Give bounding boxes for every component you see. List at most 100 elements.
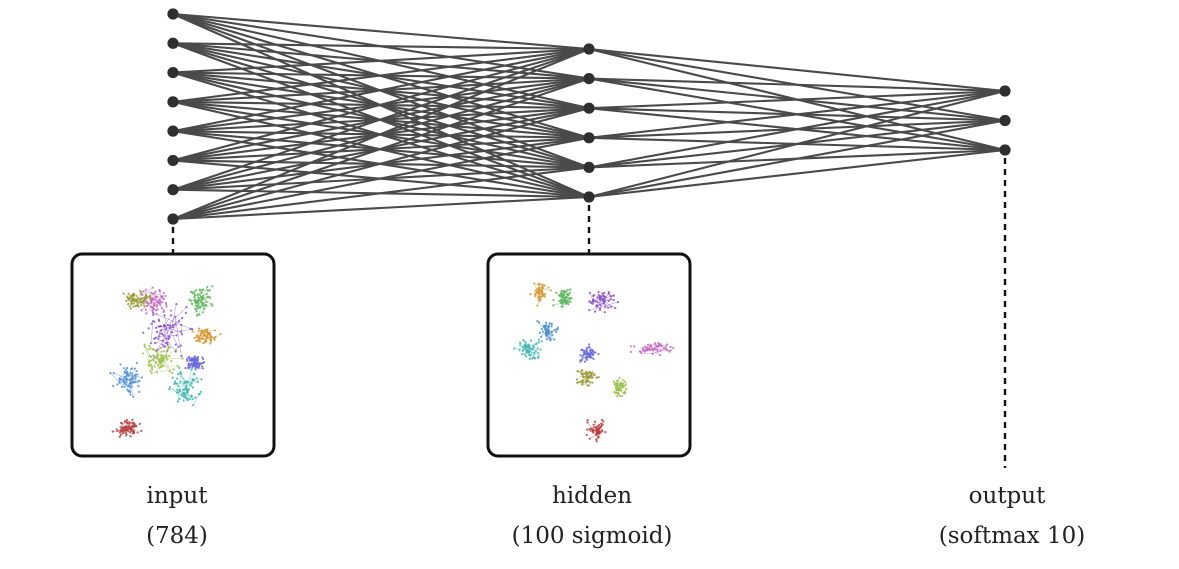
scatter-link [197,305,213,309]
scatter-point [202,329,206,332]
scatter-point [122,378,125,381]
scatter-point [604,431,607,434]
scatter-link [151,369,174,374]
scatter-point [629,345,632,348]
edge-hidden-4-output-0 [588,89,1006,169]
scatter-point [153,292,156,295]
scatter-point [651,352,654,355]
scatter-link [161,365,178,367]
scatter-point [656,350,659,353]
scatter-point [179,330,183,333]
scatter-point [149,298,153,301]
scatter-point [597,352,600,356]
scatter-point [143,343,146,346]
scatter-point [149,294,152,297]
scatter-point [172,326,175,329]
scatter-point [585,352,588,355]
scatter-point [184,311,187,315]
scatter-point [112,372,115,375]
scatter-point [568,297,572,300]
scatter-point [174,315,177,318]
scatter-point [129,307,133,310]
scatter-link [201,337,213,340]
scatter-point [184,366,187,370]
scatter-link [153,298,164,305]
scatter-link [168,321,180,337]
scatter-point [201,288,204,291]
scatter-point [120,385,123,388]
scatter-point [523,344,526,347]
scatter-point [622,392,625,395]
scatter-point [155,330,159,334]
scatter-point [126,430,130,433]
scatter-point [669,349,672,352]
scatter-point [135,361,138,365]
scatter-point [130,382,133,385]
scatter-point [590,302,593,305]
edge-input-7-hidden-2 [172,107,590,221]
scatter-point [538,321,541,324]
scatter-point [579,380,582,383]
scatter-link [590,430,599,438]
scatter-link [176,382,185,393]
scatter-point [179,372,182,375]
scatter-point [171,376,174,379]
scatter-point [163,350,166,353]
scatter-point [167,347,170,350]
scatter-point [561,305,564,308]
scatter-point [166,358,169,361]
scatter-link [202,332,207,339]
scatter-point [540,295,544,298]
scatter-point [618,388,621,391]
edge-input-7-hidden-0 [172,48,590,220]
scatter-point [196,299,199,303]
scatter-link [548,329,555,339]
input-node-5 [167,154,179,167]
scatter-point [133,422,136,425]
scatter-link [189,357,193,365]
scatter-point [125,418,129,422]
scatter-point [519,344,522,347]
scatter-link [194,289,204,298]
scatter-point [537,341,541,344]
scatter-point [168,388,171,391]
output-layer-detail: (softmax 10) [939,523,1085,549]
hidden-embedding-panel [486,252,692,458]
scatter-link [161,333,177,352]
edge-hidden-5-output-1 [588,119,1006,199]
scatter-point [561,300,564,303]
scatter-point [157,363,160,367]
edge-input-1-hidden-0 [172,42,590,51]
scatter-link [125,379,130,387]
scatter-point [149,342,153,345]
scatter-point [189,364,192,367]
scatter-point [581,375,584,378]
scatter-link [539,287,551,291]
scatter-point [583,360,587,363]
scatter-point [625,388,628,391]
scatter-link [185,389,190,398]
scatter-link [199,306,201,315]
scatter-point [581,348,584,351]
scatter-point [190,299,193,302]
scatter-point [191,366,194,369]
scatter-point [659,343,662,346]
scatter-point [551,333,554,337]
scatter-link [121,379,129,387]
scatter-point [154,360,157,364]
scatter-point [131,375,134,378]
scatter-point [176,388,179,391]
output-node-1 [999,114,1011,127]
scatter-point [170,360,173,363]
scatter-point [154,290,157,293]
scatter-point [178,397,181,401]
scatter-point [619,381,622,385]
scatter-link [169,304,177,338]
scatter-point [197,302,200,305]
scatter-point [185,305,188,309]
scatter-point [125,375,128,378]
scatter-point [607,299,611,302]
scatter-point [580,358,583,362]
scatter-link [169,388,192,398]
scatter-point [597,290,600,294]
